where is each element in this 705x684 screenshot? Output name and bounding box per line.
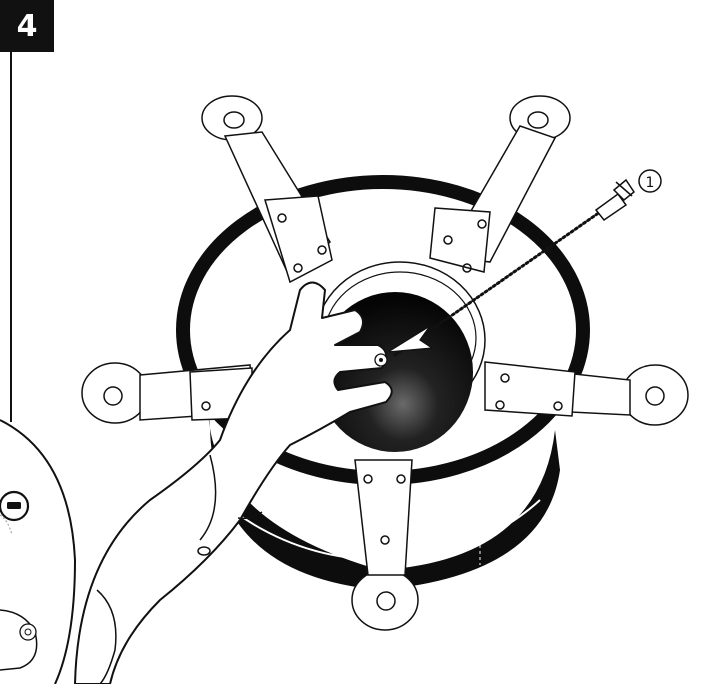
bolt-part (594, 178, 636, 222)
arm-right (484, 361, 689, 426)
arm-left (81, 362, 256, 424)
step-number-badge: 4 (0, 0, 54, 52)
detail-inset-view (0, 419, 77, 684)
step-number: 4 (16, 8, 38, 44)
frame-divider-line (10, 52, 12, 422)
minus-circle-icon (0, 490, 30, 522)
insertion-path (374, 210, 602, 367)
circled-number-icon (638, 169, 662, 193)
arm-top-left (201, 95, 333, 284)
arm-bottom (351, 459, 419, 631)
arm-top-right (429, 95, 571, 273)
callout-number: 1 (646, 175, 655, 191)
